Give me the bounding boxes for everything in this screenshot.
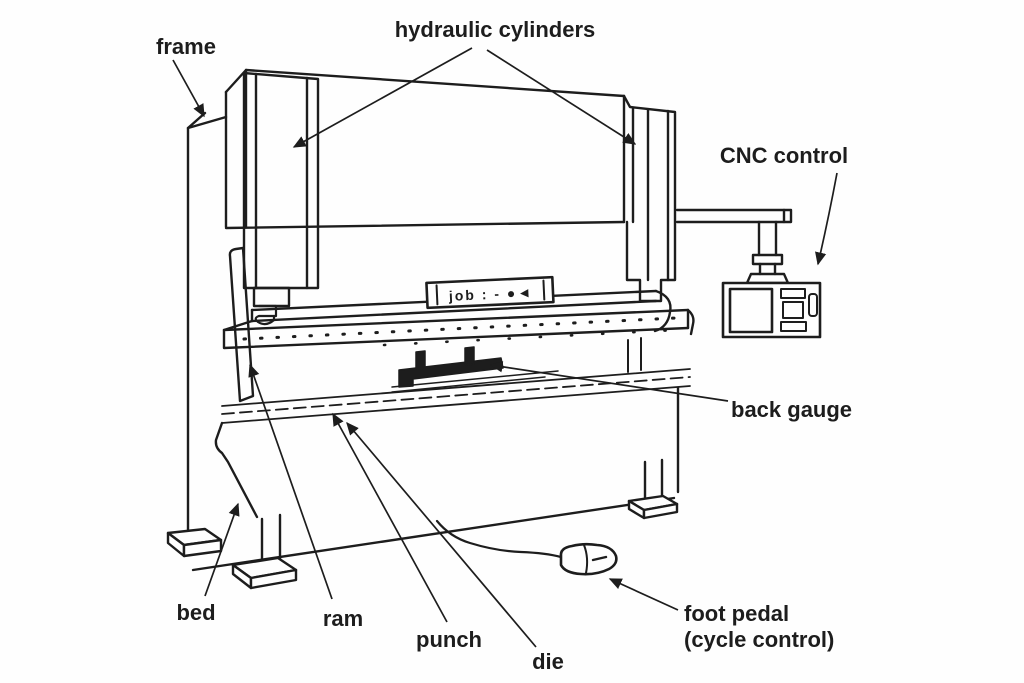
bed-right-foot [627, 494, 679, 520]
die-holder-band [221, 368, 691, 424]
label-frame: frame [156, 34, 216, 59]
frame-plate [186, 111, 228, 535]
label-hydraulic-cylinders: hydraulic cylinders [395, 17, 596, 42]
leader-back-gauge [489, 361, 729, 402]
pedal-cable [435, 519, 563, 559]
leader-bed [204, 502, 240, 597]
label-ram: ram [323, 606, 363, 631]
label-cnc-control: CNC control [720, 143, 848, 168]
label-bed: bed [176, 600, 215, 625]
foot-pedal-shape [559, 542, 618, 576]
label-die: die [532, 649, 564, 674]
leader-lines [172, 47, 838, 648]
leader-punch [332, 412, 448, 623]
ram-bolt-dots [242, 316, 678, 347]
label-foot-pedal: foot pedal [684, 601, 789, 626]
ram-beam [222, 289, 695, 373]
ram-display-readout: job : - ●◄ [448, 284, 534, 304]
leader-hydraulic-cylinder-right [486, 49, 637, 145]
cnc-pendant [721, 281, 822, 339]
frame-foot [166, 527, 223, 558]
label-foot-pedal-sub: (cycle control) [684, 627, 834, 652]
diagram-labels: frame hydraulic cylinders CNC control ba… [156, 17, 852, 674]
cnc-side-slot [808, 293, 818, 317]
leader-ram [248, 363, 333, 600]
tool-display-panel [425, 275, 555, 310]
leader-die [346, 421, 537, 648]
label-punch: punch [416, 627, 482, 652]
upper-beam [224, 68, 677, 303]
label-back-gauge: back gauge [731, 397, 852, 422]
leader-hydraulic-cylinder-left [292, 47, 473, 148]
cnc-arm [675, 208, 793, 285]
back-gauge-unit [391, 346, 559, 393]
bed-front-foot [231, 556, 298, 590]
bed-front-leg [260, 513, 282, 568]
cnc-screen [728, 287, 774, 334]
cnc-buttons [780, 288, 818, 332]
machine-artwork [166, 68, 822, 590]
punch-tip [254, 304, 278, 326]
bed-right-leg [643, 458, 664, 506]
leader-frame [172, 59, 205, 118]
left-hydraulic-cylinder [242, 71, 320, 308]
leader-cnc-control [815, 172, 838, 266]
leader-foot-pedal [608, 578, 679, 611]
